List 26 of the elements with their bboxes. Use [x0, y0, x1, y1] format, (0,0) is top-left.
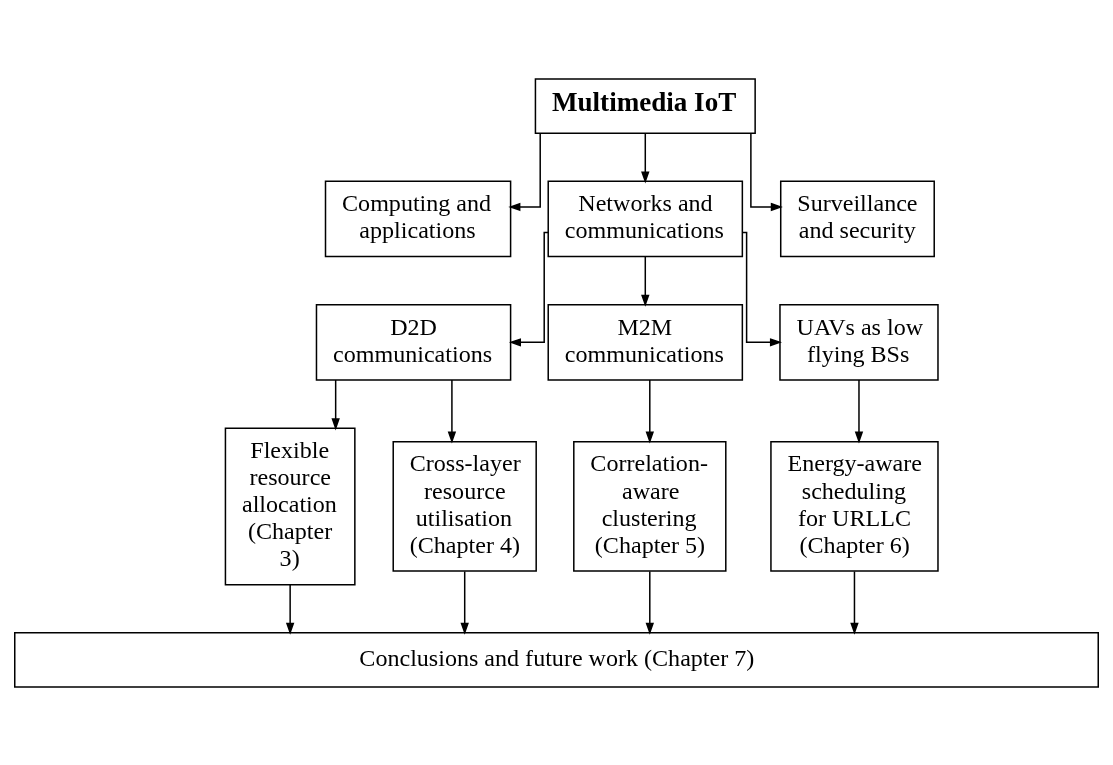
node-box: Networks and communications — [547, 180, 744, 257]
arrow — [750, 132, 783, 211]
node-box: Flexible resource allocation (Chapter 3) — [224, 426, 356, 585]
arrow — [508, 132, 541, 211]
node-box: UAVs as low flying BSs — [779, 303, 939, 381]
arrow — [460, 570, 469, 635]
node-box: Computing and applications — [324, 180, 512, 257]
node-box: M2M communications — [547, 303, 744, 381]
arrow — [285, 583, 295, 635]
arrow — [508, 231, 549, 347]
arrow — [854, 378, 864, 444]
arrow — [447, 378, 457, 444]
arrow — [641, 132, 650, 183]
arrow — [850, 570, 859, 635]
arrow — [645, 378, 654, 444]
node-box: Multimedia IoT — [534, 77, 756, 134]
node-box: Conclusions and future work (Chapter 7) — [14, 631, 1099, 688]
arrow — [645, 570, 654, 635]
arrow — [641, 255, 650, 307]
arrow — [331, 378, 340, 430]
node-box: Surveillance and security — [779, 180, 935, 257]
node-box: Cross-layer resource utilisation (Chapter 4) — [392, 440, 537, 572]
arrow — [742, 231, 782, 347]
node-box: Energy-aware scheduling for URLLC (Chapter 6) — [770, 440, 939, 572]
node-box: Correlation-aware clustering (Chapter 5) — [573, 440, 727, 572]
node-box: D2D communications — [315, 303, 512, 381]
